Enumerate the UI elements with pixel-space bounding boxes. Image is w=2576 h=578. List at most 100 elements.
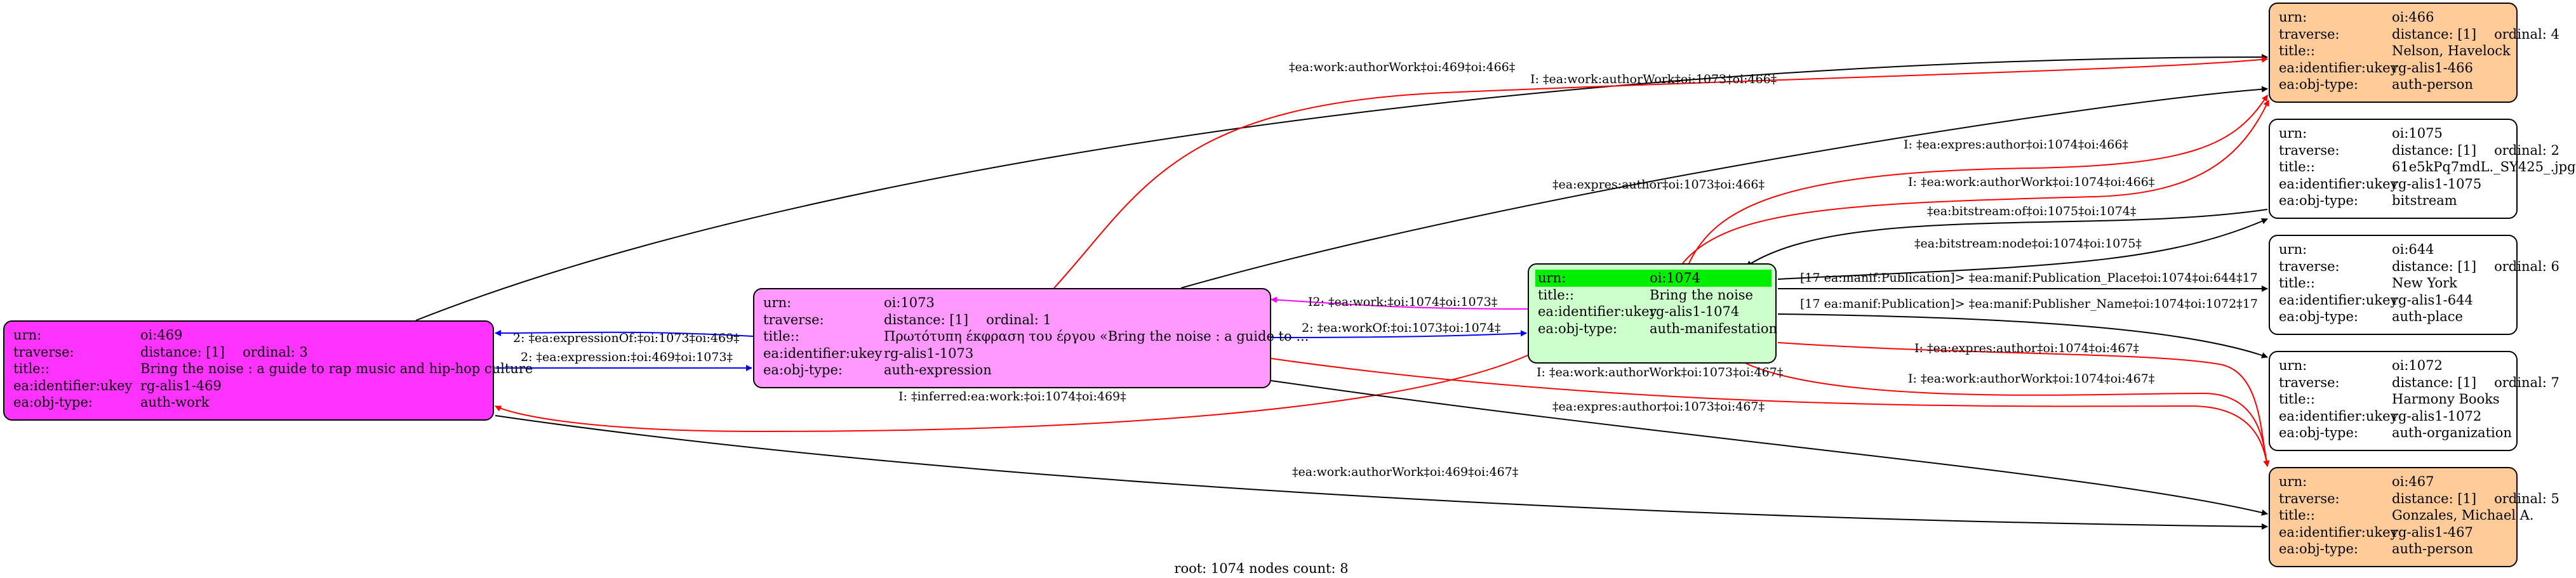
field-value: Bring the noise : a guide to rap music a…	[140, 361, 533, 376]
field-value: oi:467	[2392, 474, 2434, 489]
field-value: Nelson, Havelock	[2392, 43, 2511, 58]
node-row: urn: oi:1072	[2279, 357, 2509, 374]
edge-label: I: ‡ea:work:authorWork‡oi:1074‡oi:466‡	[1908, 175, 2155, 189]
field-value: distance: [1]ordinal: 4	[2392, 26, 2559, 43]
edge-e7	[1777, 218, 2268, 280]
node-oi-1072[interactable]: urn:oi:1072 traverse:distance: [1]ordina…	[2269, 351, 2559, 451]
node-row: traverse:distance: [1]ordinal: 2	[2279, 142, 2559, 159]
field-value: Πρωτότυπη έκφραση του έργου «Bring the n…	[884, 329, 1309, 344]
field-key: title::	[2279, 43, 2315, 58]
field-key: ea:obj-type:	[2279, 77, 2358, 92]
distance-value: distance: [1]	[2392, 490, 2477, 506]
field-value: rg-alis1-469	[140, 378, 222, 393]
ordinal-value: ordinal: 4	[2494, 26, 2559, 42]
edge-label: 2: ‡ea:workOf:‡oi:1073‡oi:1074‡	[1302, 321, 1501, 335]
node-oi-1075[interactable]: urn:oi:1075 traverse:distance: [1]ordina…	[2269, 119, 2576, 219]
field-key: ea:identifier:ukey	[1538, 304, 1657, 319]
field-value: distance: [1]ordinal: 6	[2392, 258, 2559, 275]
node-row: title::Πρωτότυπη έκφραση του έργου «Brin…	[763, 328, 1309, 345]
field-value: auth-manifestation	[1650, 320, 1778, 336]
field-value: Bring the noise	[1650, 287, 1753, 303]
edge-label: [17 ea:manif:Publication]> ‡ea:manif:Pub…	[1800, 297, 2258, 311]
field-key: title::	[2279, 508, 2315, 523]
node-row: urn:oi:644	[2279, 241, 2509, 258]
node-row: traverse:distance: [1]ordinal: 1	[763, 312, 1262, 329]
node-row: title::New York	[2279, 275, 2509, 292]
field-value: rg-alis1-1074	[1650, 304, 1740, 319]
node-row: title::Bring the noise	[1538, 287, 1768, 304]
field-key: ea:obj-type:	[763, 362, 843, 378]
edge-label: [17 ea:manif:Publication]> ‡ea:manif:Pub…	[1800, 271, 2258, 285]
ordinal-value: ordinal: 5	[2494, 490, 2559, 506]
node-oi-469[interactable]: urn:oi:469 traverse: distance: [1]ordinal…	[3, 320, 533, 421]
field-value: 61e5kPq7mdL._SY425_.jpg	[2392, 159, 2576, 174]
edge-label: 2: ‡ea:expression:‡oi:469‡oi:1073‡	[521, 350, 733, 364]
field-key: traverse:	[13, 344, 74, 360]
distance-value: distance: [1]	[2392, 142, 2477, 158]
edge-label: ‡ea:expres:author‡oi:1073‡oi:466‡	[1552, 178, 1765, 192]
edge-label: ‡ea:bitstream:of‡oi:1075‡oi:1074‡	[1927, 204, 2137, 218]
edge-label: ‡ea:expres:author‡oi:1073‡oi:467‡	[1552, 400, 1765, 414]
field-value: distance: [1]ordinal: 7	[2392, 374, 2559, 391]
node-row: title::Gonzales, Michael A.	[2279, 507, 2533, 524]
node-oi-644[interactable]: urn:oi:644 traverse:distance: [1]ordinal…	[2269, 235, 2559, 335]
field-value: oi:1073	[884, 295, 935, 310]
edge-e14	[495, 355, 1528, 433]
node-oi-467[interactable]: urn:oi:467 traverse:distance: [1]ordinal…	[2269, 467, 2559, 567]
field-value: distance: [1]ordinal: 3	[140, 344, 308, 361]
distance-value: distance: [1]	[884, 312, 969, 327]
field-key: title::	[1538, 287, 1574, 303]
node-oi-1074[interactable]: urn:oi:1074 title::Bring the noise ea:id…	[1528, 263, 1777, 364]
field-value: auth-place	[2392, 309, 2463, 324]
field-key: title::	[13, 361, 50, 376]
field-key: ea:obj-type:	[13, 395, 93, 410]
field-value: oi:469	[140, 327, 183, 343]
node-oi-466[interactable]: urn:oi:466 traverse:distance: [1]ordinal…	[2269, 3, 2559, 103]
field-key: title::	[763, 329, 799, 344]
node-row: traverse: distance: [1]ordinal: 3	[13, 344, 485, 361]
field-key: ea:identifier:ukey	[2279, 176, 2398, 192]
ordinal-value: ordinal: 3	[243, 344, 308, 360]
field-key: urn:	[763, 295, 792, 310]
edge-e17	[1777, 342, 2270, 467]
node-row-highlighted: urn:oi:1074	[1535, 270, 1772, 287]
field-key: urn:	[2279, 10, 2307, 25]
edge-e15	[1271, 358, 2270, 467]
field-value: auth-person	[2392, 541, 2473, 556]
node-row: title::Bring the noise : a guide to rap …	[13, 360, 533, 378]
field-key: urn:	[2279, 358, 2307, 373]
ordinal-value: ordinal: 7	[2494, 374, 2559, 390]
node-oi-1073[interactable]: urn: oi:1073 traverse:distance: [1]ordina…	[753, 288, 1309, 388]
node-row: ea:obj-type: auth-work	[13, 394, 485, 411]
edge-e10	[1271, 296, 1528, 310]
field-key: ea:identifier:ukey	[2279, 408, 2398, 424]
node-row: urn:oi:469	[13, 327, 485, 344]
field-key: ea:identifier:ukey	[2279, 292, 2398, 308]
edge-label: I: ‡ea:expres:author‡oi:1074‡oi:467‡	[1914, 341, 2139, 355]
node-row: traverse: distance: [1]ordinal: 4	[2279, 26, 2559, 43]
node-row: ea:obj-type:auth-person	[2279, 76, 2509, 93]
field-value: distance: [1]ordinal: 1	[884, 312, 1051, 329]
field-value: auth-expression	[884, 362, 992, 378]
node-row: ea:obj-type: auth-place	[2279, 308, 2509, 325]
edge-e6	[1745, 209, 2268, 267]
field-key: ea:obj-type:	[1538, 320, 1617, 336]
field-value: oi:1072	[2392, 358, 2443, 373]
node-row: ea:obj-type:auth-person	[2279, 541, 2509, 558]
field-value: rg-alis1-1075	[2392, 176, 2482, 192]
field-value: Harmony Books	[2392, 391, 2500, 407]
field-key: ea:obj-type:	[2279, 309, 2358, 324]
field-value: auth-work	[140, 395, 210, 410]
field-key: ea:identifier:ukey	[13, 378, 133, 393]
field-value: bitstream	[2392, 193, 2457, 208]
edge-e19	[495, 415, 2268, 530]
field-key: traverse:	[2279, 26, 2340, 42]
node-row: ea:identifier:ukey rg-alis1-469	[13, 378, 485, 395]
node-row: title::Harmony Books	[2279, 391, 2509, 408]
field-key: title::	[2279, 391, 2315, 407]
field-value: rg-alis1-644	[2392, 292, 2473, 308]
